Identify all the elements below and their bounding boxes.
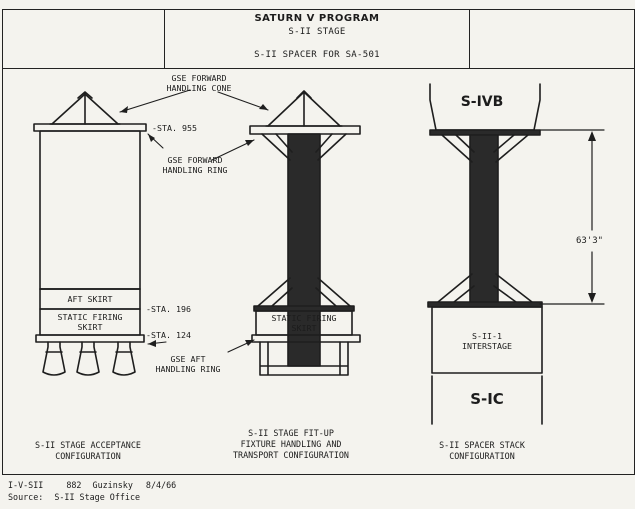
footer-source-label: Source: bbox=[8, 492, 44, 502]
label-sta-196: -STA. 196 bbox=[146, 304, 191, 314]
program-title: SATURN V PROGRAM bbox=[254, 13, 380, 24]
footer-line-1: I-V-SII 882 Guzinsky 8/4/66 bbox=[8, 480, 176, 491]
footer-number: 882 bbox=[66, 480, 82, 490]
engine-nozzles bbox=[42, 341, 136, 376]
stage-subtitle: S-II STAGE bbox=[288, 27, 346, 37]
aft-handling-ring-left bbox=[35, 334, 145, 343]
drawing-caption: S-II SPACER FOR SA-501 bbox=[254, 50, 380, 60]
label-dimension: 63'3" bbox=[576, 236, 604, 246]
footer-id: I-V-SII bbox=[8, 480, 44, 490]
support-legs-mid bbox=[259, 341, 349, 376]
dimension-arrows bbox=[588, 131, 596, 303]
stage-body-left bbox=[39, 130, 141, 290]
spacer-beam-right bbox=[469, 134, 499, 306]
s-ic-stage bbox=[431, 375, 543, 425]
s-ii-interstage bbox=[431, 306, 543, 374]
forward-handling-ring-mid bbox=[249, 125, 361, 135]
footer-source: S-II Stage Office bbox=[54, 492, 141, 502]
label-sta-124: -STA. 124 bbox=[146, 330, 191, 340]
upper-struts-mid bbox=[261, 133, 347, 161]
lower-struts-right bbox=[437, 273, 533, 303]
fitup-fixture-drawing bbox=[249, 90, 361, 376]
acceptance-stage-drawing bbox=[33, 91, 147, 376]
footer-line-2: Source: S-II Stage Office bbox=[8, 492, 140, 503]
aft-handling-ring-mid bbox=[251, 334, 361, 343]
cone-tip-left bbox=[77, 91, 93, 125]
dimension-line bbox=[539, 129, 605, 305]
footer-date: 8/4/66 bbox=[145, 480, 177, 490]
upper-struts-right bbox=[441, 134, 529, 163]
label-aft-skirt: AFT SKIRT bbox=[67, 294, 113, 304]
forward-handling-ring-left bbox=[33, 123, 147, 132]
spacer-stack-drawing bbox=[427, 83, 605, 425]
lower-struts-mid bbox=[257, 277, 351, 307]
label-s-ic: S-IC bbox=[470, 390, 504, 408]
footer-author: Guzinsky bbox=[92, 480, 133, 490]
label-sta-955: -STA. 955 bbox=[152, 123, 197, 133]
label-s-ivb: S-IVB bbox=[460, 94, 504, 110]
